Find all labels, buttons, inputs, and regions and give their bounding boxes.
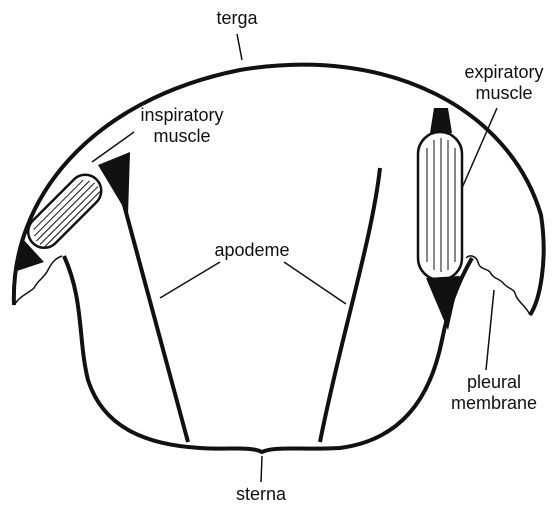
pleural-text-line1: pleural (444, 372, 544, 393)
sterna-label: sterna (225, 484, 297, 505)
expiratory-lower-attachment (426, 276, 460, 330)
sternal-body-wall (64, 256, 472, 452)
pleural-leader (486, 290, 494, 370)
inspiratory-text-line1: inspiratory (128, 105, 236, 126)
inspiratory-muscle-label: inspiratory muscle (128, 105, 236, 147)
expiratory-muscle-label: expiratory muscle (452, 62, 556, 104)
apodeme-leader-right (284, 262, 346, 304)
apodeme-leader-left (160, 262, 220, 298)
expiratory-text-line2: muscle (452, 83, 556, 104)
left-apodeme-attachment (98, 152, 130, 215)
apodeme-text: apodeme (214, 240, 289, 260)
terga-text: terga (216, 8, 257, 28)
inspiratory-text-line2: muscle (128, 126, 236, 147)
terga-leader (237, 34, 242, 60)
pleural-membrane (466, 256, 530, 315)
right-apodeme (320, 168, 380, 442)
apodeme-label: apodeme (205, 240, 299, 261)
sterna-text: sterna (236, 484, 286, 504)
expiratory-text-line1: expiratory (452, 62, 556, 83)
pleural-membrane-label: pleural membrane (444, 372, 544, 414)
sterna-leader (261, 456, 262, 482)
pleural-text-line2: membrane (444, 393, 544, 414)
expiratory-upper-attachment (430, 108, 452, 133)
terga-label: terga (205, 8, 269, 29)
left-apodeme (120, 190, 188, 442)
